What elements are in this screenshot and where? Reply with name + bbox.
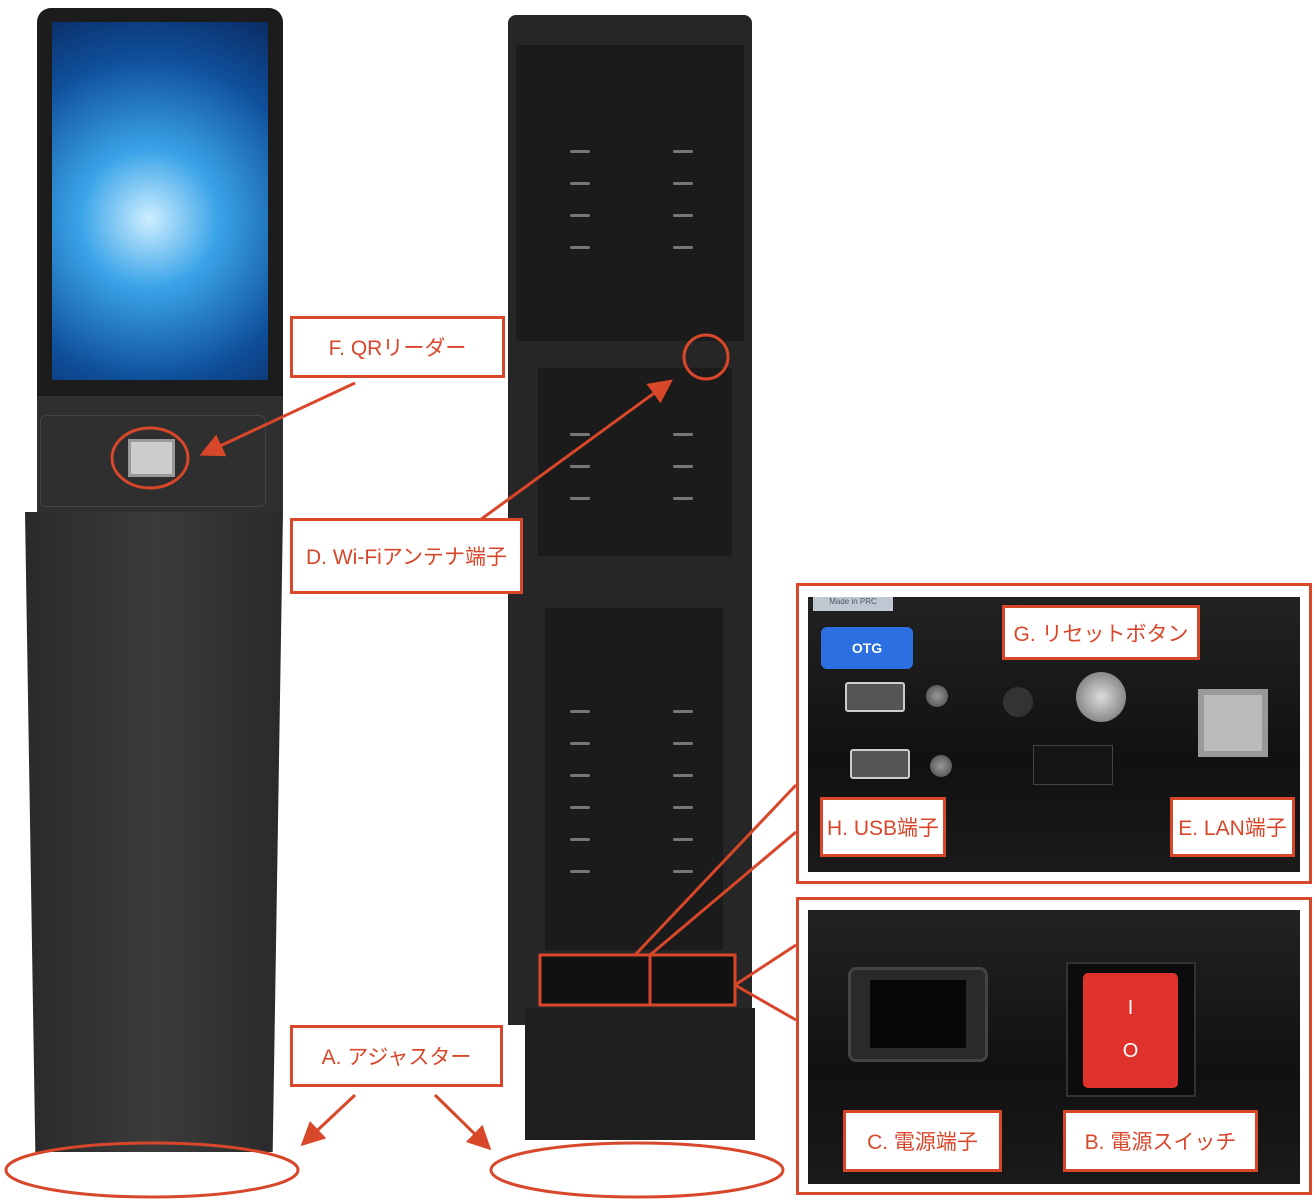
detail-panel-io: Made in PRC OTG G. リセットボタン H. USB端子 E. L… <box>796 583 1312 884</box>
label-qr-reader: F. QRリーダー <box>290 316 505 378</box>
qr-reader <box>128 439 175 477</box>
lower-cabinet <box>545 608 723 950</box>
label-reset-button: G. リセットボタン <box>1002 605 1200 660</box>
vent-slot <box>570 838 590 841</box>
label-lan: E. LAN端子 <box>1170 797 1295 857</box>
label-usb: H. USB端子 <box>820 797 946 857</box>
label-power-switch: B. 電源スイッチ <box>1063 1110 1258 1172</box>
lan-port <box>1198 689 1268 757</box>
vent-slot <box>673 870 693 873</box>
vent-slot <box>673 433 693 436</box>
vent-slot <box>673 246 693 249</box>
made-in-sticker: Made in PRC <box>813 597 893 611</box>
vent-slot <box>570 465 590 468</box>
vent-slot <box>570 774 590 777</box>
vent-slot <box>673 182 693 185</box>
vent-slot <box>570 214 590 217</box>
vent-slot <box>570 742 590 745</box>
vent-slot <box>570 497 590 500</box>
vent-slot <box>673 150 693 153</box>
vent-slot <box>570 806 590 809</box>
power-switch: I O <box>1083 973 1178 1088</box>
arrow-adjuster-right <box>433 1093 492 1151</box>
vent-slot <box>570 433 590 436</box>
usb-port <box>850 749 910 779</box>
label-wifi-antenna: D. Wi-Fiアンテナ端子 <box>290 518 523 594</box>
vent-slot <box>673 710 693 713</box>
vent-slot <box>673 497 693 500</box>
vent-slot <box>673 838 693 841</box>
adjuster-highlight-right <box>489 1141 785 1199</box>
usb-port <box>845 682 905 712</box>
vent-slot <box>673 774 693 777</box>
vent-slot <box>570 870 590 873</box>
kiosk-body <box>25 512 283 1152</box>
label-power-port: C. 電源端子 <box>843 1110 1002 1172</box>
switch-off-mark: O <box>1122 1040 1139 1062</box>
arrow-adjuster-left <box>300 1093 357 1147</box>
middle-cabinet <box>538 368 732 556</box>
vent-slot <box>570 710 590 713</box>
detail-panel-power: I O C. 電源端子 B. 電源スイッチ <box>796 897 1312 1195</box>
vent-slot <box>673 806 693 809</box>
vent-slot <box>570 182 590 185</box>
vent-slot <box>570 150 590 153</box>
vent-slot <box>673 214 693 217</box>
label-adjuster: A. アジャスター <box>290 1025 503 1087</box>
reset-button <box>1076 672 1126 722</box>
rear-base <box>525 1008 755 1140</box>
port-strip <box>540 955 734 1005</box>
otg-label: OTG <box>821 627 913 669</box>
vent-slot <box>673 465 693 468</box>
switch-on-mark: I <box>1127 997 1134 1019</box>
vent-slot <box>673 742 693 745</box>
screen <box>52 22 268 380</box>
upper-cabinet <box>516 45 744 341</box>
vent-slot <box>570 246 590 249</box>
